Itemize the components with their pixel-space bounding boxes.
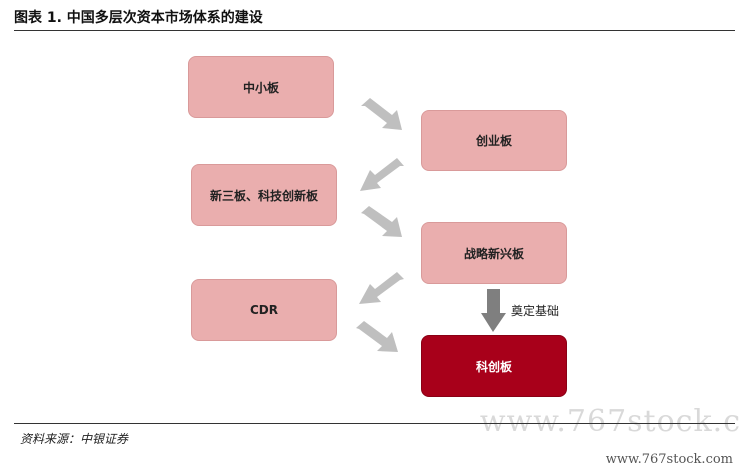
top-rule <box>14 30 735 31</box>
edge-label-down: 奠定基础 <box>511 304 560 318</box>
arrow-b5-b6 <box>356 321 398 352</box>
watermark-small: www.767stock.com <box>605 452 733 467</box>
node-cdr: CDR <box>191 279 337 341</box>
node-chuangyeban: 创业板 <box>421 110 567 171</box>
source-note: 资料来源：中银证券 <box>20 432 129 446</box>
arrow-b1-b2 <box>361 98 402 130</box>
node-zhanlue: 战略新兴板 <box>421 222 567 284</box>
node-zhongxiaoban: 中小板 <box>188 56 334 118</box>
arrow-b2-b3 <box>360 158 404 191</box>
node-kechuangban: 科创板 <box>421 335 567 397</box>
arrow-b4-b5 <box>359 272 404 304</box>
node-xinsanban: 新三板、科技创新板 <box>191 164 337 226</box>
arrow-b3-b4 <box>361 206 402 237</box>
bottom-rule <box>14 423 735 424</box>
figure-title: 图表 1. 中国多层次资本市场体系的建设 <box>14 10 263 26</box>
watermark-large: www.767stock.c <box>479 404 741 439</box>
arrow-b4-b6-down <box>481 289 506 332</box>
